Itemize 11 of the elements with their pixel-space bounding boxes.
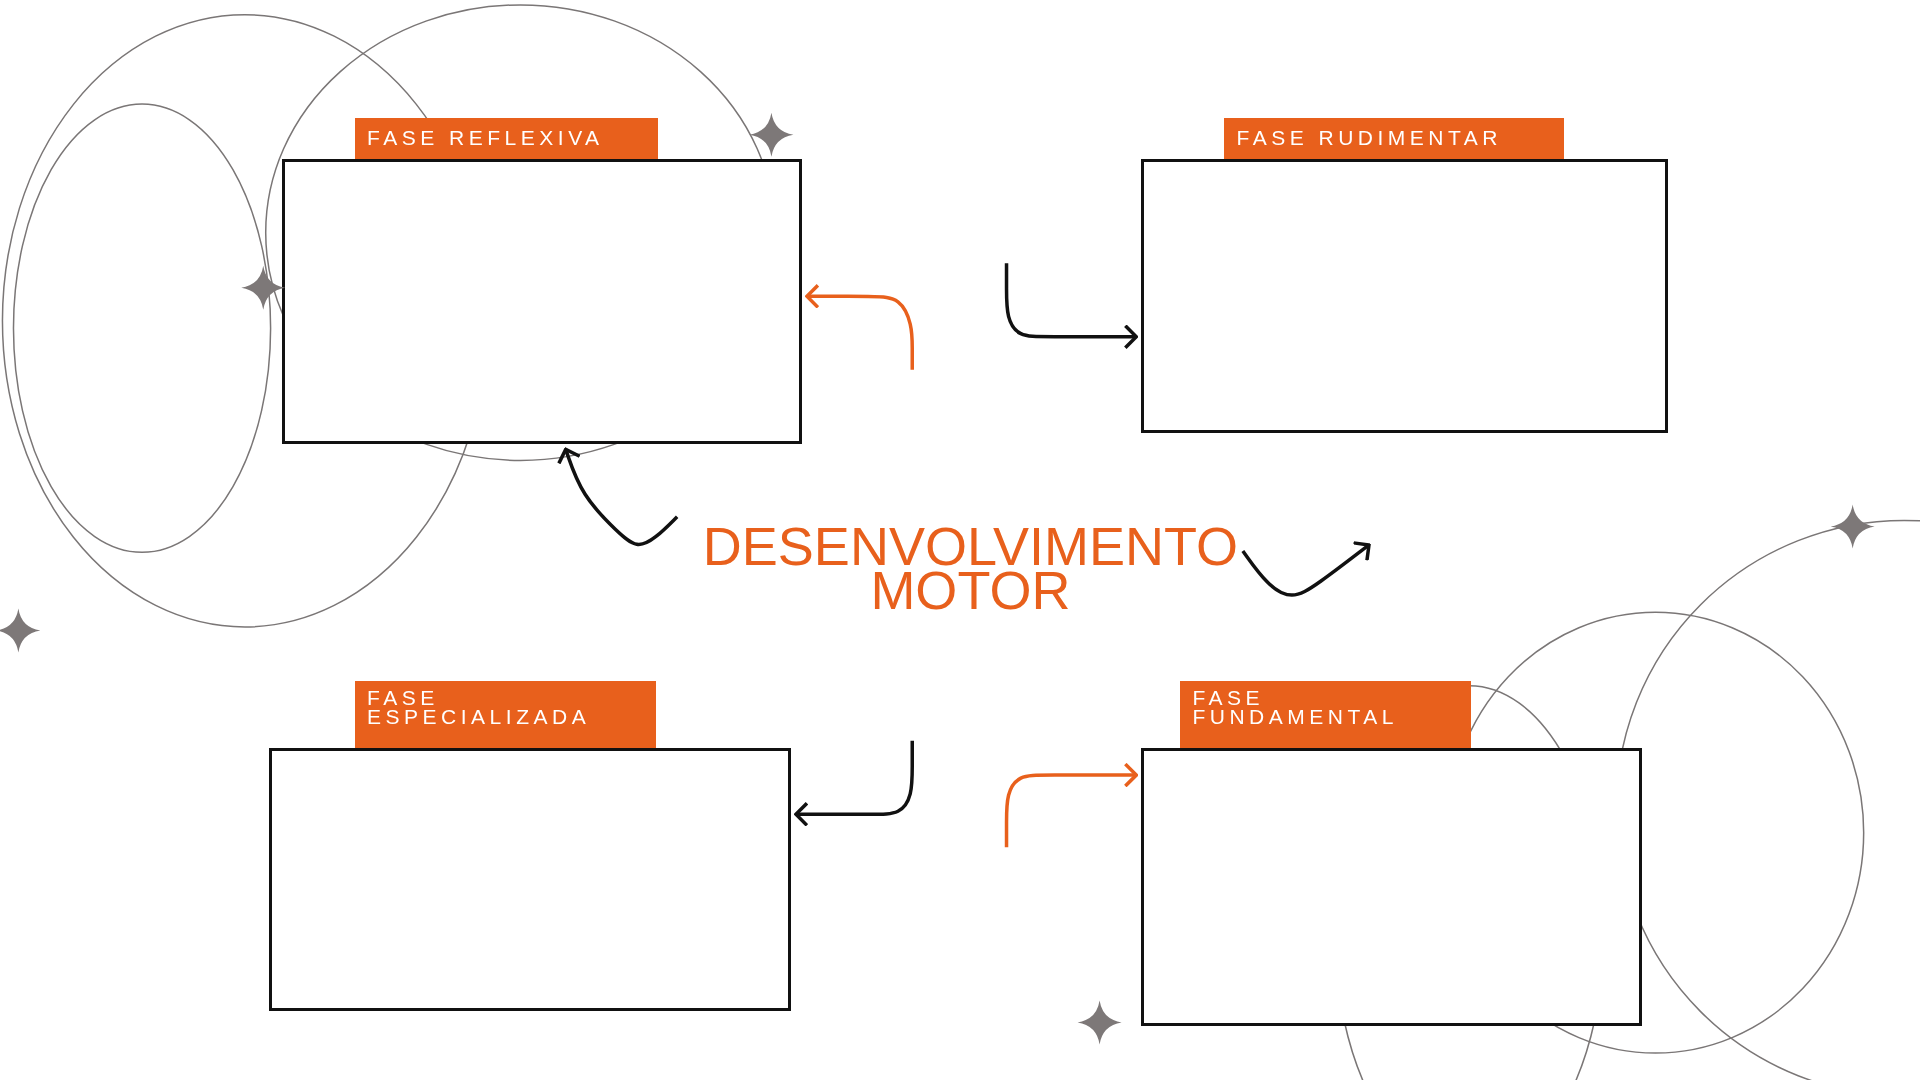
phase-heading: FASE RUDIMENTAR	[1224, 117, 1564, 160]
phase-heading: FASE ESPECIALIZADA	[355, 680, 657, 749]
arrow	[794, 740, 914, 828]
center-title: DESENVOLVIMENTO MOTOR	[701, 524, 1239, 613]
arrow	[1004, 762, 1139, 848]
arrow	[805, 283, 914, 370]
arrow	[1004, 263, 1139, 350]
phase-heading: FASE FUNDAMENTAL	[1180, 680, 1471, 749]
phase-heading: FASE REFLEXIVA	[355, 117, 658, 160]
arrow	[1241, 541, 1371, 597]
arrow	[557, 447, 679, 547]
